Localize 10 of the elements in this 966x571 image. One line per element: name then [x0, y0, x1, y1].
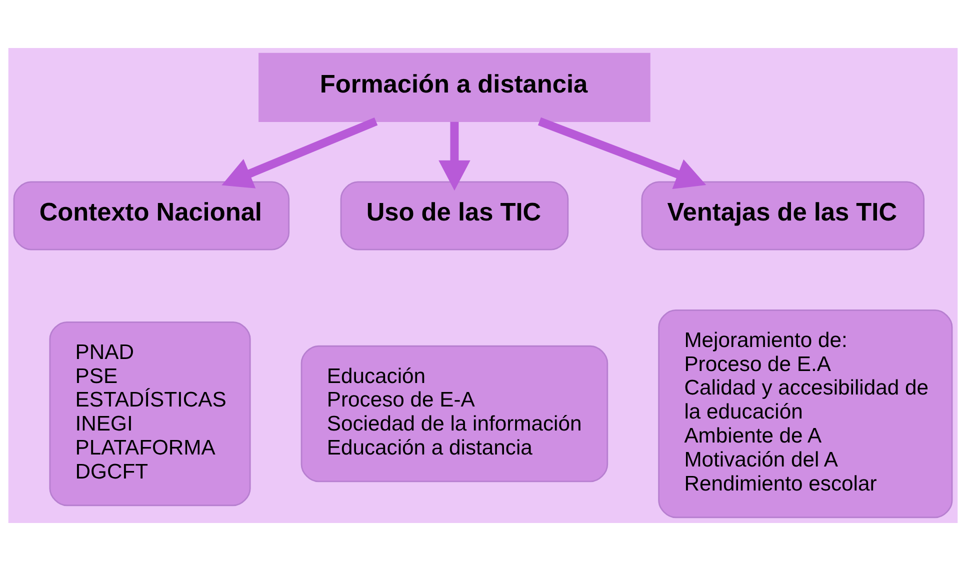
node-box: Contexto Nacional: [13, 181, 290, 250]
arrow: [438, 122, 470, 191]
node-box: PNAD PSE ESTADÍSTICAS INEGI PLATAFORMA DGCFT: [49, 321, 251, 506]
node-box: Mejoramiento de: Proceso de E.A Calidad y accesibilidad de la educación Ambiente de A Motivación del A Rendimiento escolar: [658, 309, 953, 518]
node-box: Uso de las TIC: [340, 181, 569, 250]
node-box: Formación a distancia: [258, 52, 650, 122]
arrow: [222, 117, 378, 188]
arrow: [538, 117, 706, 190]
node-box: Educación Proceso de E-A Sociedad de la información Educación a distancia: [300, 345, 608, 482]
node-box: Ventajas de las TIC: [641, 181, 925, 250]
